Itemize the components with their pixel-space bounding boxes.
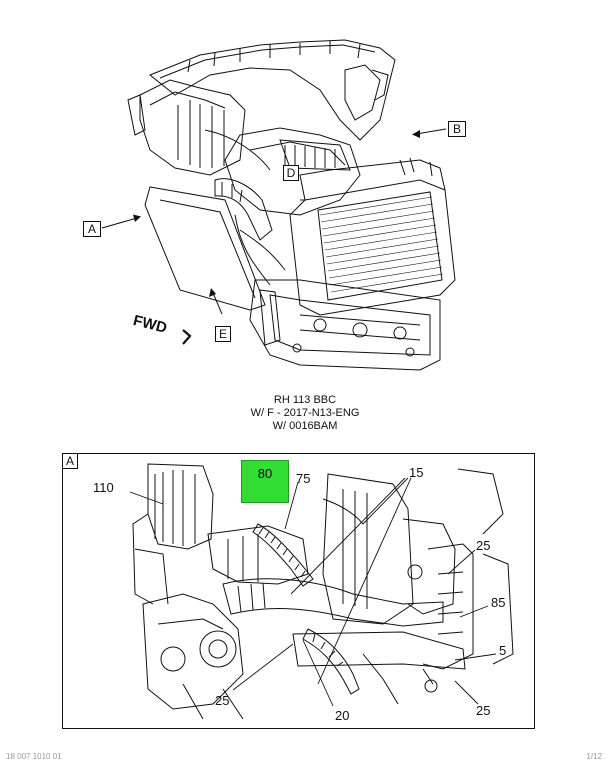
caption-line-3: W/ 0016BAM xyxy=(272,420,338,432)
part-label-5: 5 xyxy=(499,643,507,658)
frame-crossmember xyxy=(249,279,441,371)
detail-leader-lines xyxy=(129,477,497,707)
radiator xyxy=(289,179,456,316)
figure-caption: RH 113 BBC W/ F - 2017-N13-ENG W/ 0016BA… xyxy=(200,394,410,433)
callout-d: D xyxy=(283,165,299,181)
engine-assembly-illustration xyxy=(101,39,456,371)
caption-line-2: W/ F - 2017-N13-ENG xyxy=(250,407,360,419)
part-label-20: 20 xyxy=(335,708,350,723)
caption-line-1: RH 113 BBC xyxy=(273,394,337,406)
part-label-25-lower-right: 25 xyxy=(476,703,491,718)
part-label-75: 75 xyxy=(296,471,311,486)
callout-arrows xyxy=(101,128,447,315)
shutter-panel xyxy=(144,186,266,311)
detail-tag: A xyxy=(63,454,78,469)
highlighted-part-80[interactable]: 80 xyxy=(241,460,289,503)
part-label-85: 85 xyxy=(491,595,506,610)
part-label-15: 15 xyxy=(409,465,424,480)
detail-view-a: A 80 110 75 15 25 85 5 25 20 25 xyxy=(62,453,535,729)
part-label-25-upper-right: 25 xyxy=(476,538,491,553)
hvac-module xyxy=(139,79,246,176)
cowl-panel xyxy=(149,39,396,141)
callout-a: A xyxy=(83,221,101,237)
forward-arrow-icon xyxy=(182,329,192,345)
detail-illustration xyxy=(132,463,514,720)
callout-e: E xyxy=(215,326,231,342)
part-label-110: 110 xyxy=(93,480,114,495)
footer-right-text: 1/12 xyxy=(586,752,602,761)
callout-b: B xyxy=(448,121,466,137)
part-label-25-lower-left: 25 xyxy=(215,693,230,708)
footer-left-text: 18 007 1010 01 xyxy=(6,752,62,761)
